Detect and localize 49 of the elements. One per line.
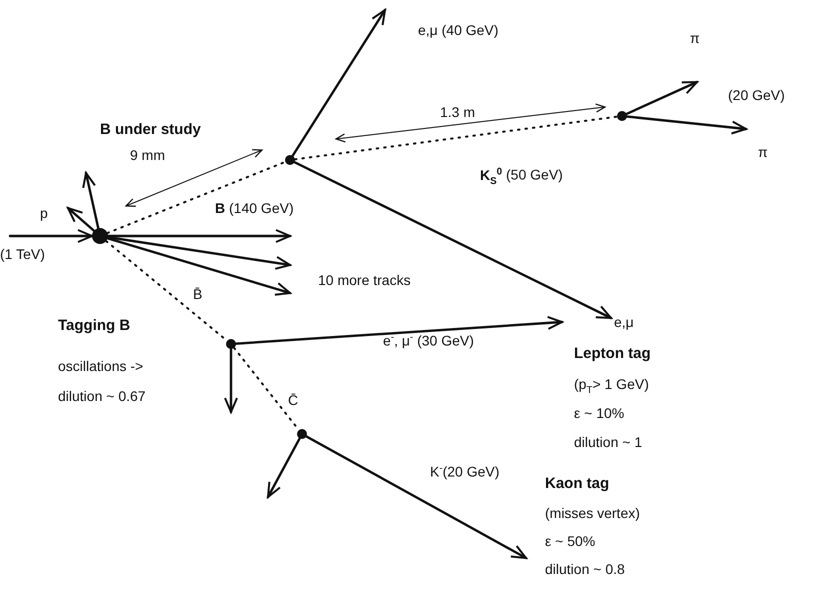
particle-track-arrow xyxy=(106,237,292,296)
energy-label: (1 TeV) xyxy=(0,246,45,262)
particle-track-arrow xyxy=(234,316,564,345)
particle-label: K$_{S}$$^{0}$ (50 GeV) xyxy=(480,165,563,188)
particle-track-arrow xyxy=(305,435,528,560)
particle-label: e,μ xyxy=(614,314,634,330)
particle-label: C̄ xyxy=(288,392,298,408)
particle-label: e$^{-}$, μ$^{-}$ (30 GeV) xyxy=(383,331,474,349)
particle-track-arrow xyxy=(106,236,292,270)
note: ε ~ 50% xyxy=(545,533,596,549)
energy-label: (20 GeV) xyxy=(728,87,785,103)
distance-label: 1.3 m xyxy=(440,104,476,120)
particle-track-arrow xyxy=(266,437,301,498)
note: ε ~ 10% xyxy=(574,405,624,421)
particle-label: π xyxy=(690,30,700,46)
heading: Lepton tag xyxy=(574,346,651,362)
vertex-dot xyxy=(617,111,627,121)
particle-track-arrow xyxy=(82,172,100,230)
heading: Tagging B xyxy=(58,318,130,334)
note: 10 more tracks xyxy=(318,272,411,288)
particle-label: K$^{-}$(20 GeV) xyxy=(430,462,500,480)
particle-track-arrow xyxy=(625,80,698,116)
particle-label: p xyxy=(40,205,48,221)
distance-label: 9 mm xyxy=(130,147,165,163)
vertex-dot xyxy=(297,429,307,439)
particle-track-arrow xyxy=(291,8,386,157)
note: (p$_{T}$> 1 GeV) xyxy=(574,376,649,398)
note: oscillations -> xyxy=(58,358,144,374)
note: (misses vertex) xyxy=(545,505,640,521)
particle-label: B (140 GeV) xyxy=(215,200,294,216)
particle-track-arrow xyxy=(8,229,94,243)
dotted-flight-path xyxy=(294,116,618,160)
particle-label: B̄ xyxy=(193,286,202,302)
heading: Kaon tag xyxy=(545,476,610,492)
note: dilution ~ 0.8 xyxy=(545,561,625,577)
particle-track-arrow xyxy=(293,160,612,320)
heading: B under study xyxy=(100,122,201,138)
particle-track-arrow xyxy=(106,229,292,243)
particle-label: π xyxy=(758,144,768,160)
particle-label: e,μ (40 GeV) xyxy=(418,22,498,38)
particle-track-arrow xyxy=(224,348,238,414)
dotted-flight-path xyxy=(106,160,286,234)
note: dilution ~ 1 xyxy=(574,434,642,450)
vertex-dot xyxy=(226,339,236,349)
note: dilution ~ 0.67 xyxy=(58,388,146,404)
particle-track-arrow xyxy=(66,206,96,232)
vertex-dot xyxy=(92,228,108,244)
particle-track-arrow xyxy=(626,115,748,134)
vertex-dot xyxy=(285,155,295,165)
